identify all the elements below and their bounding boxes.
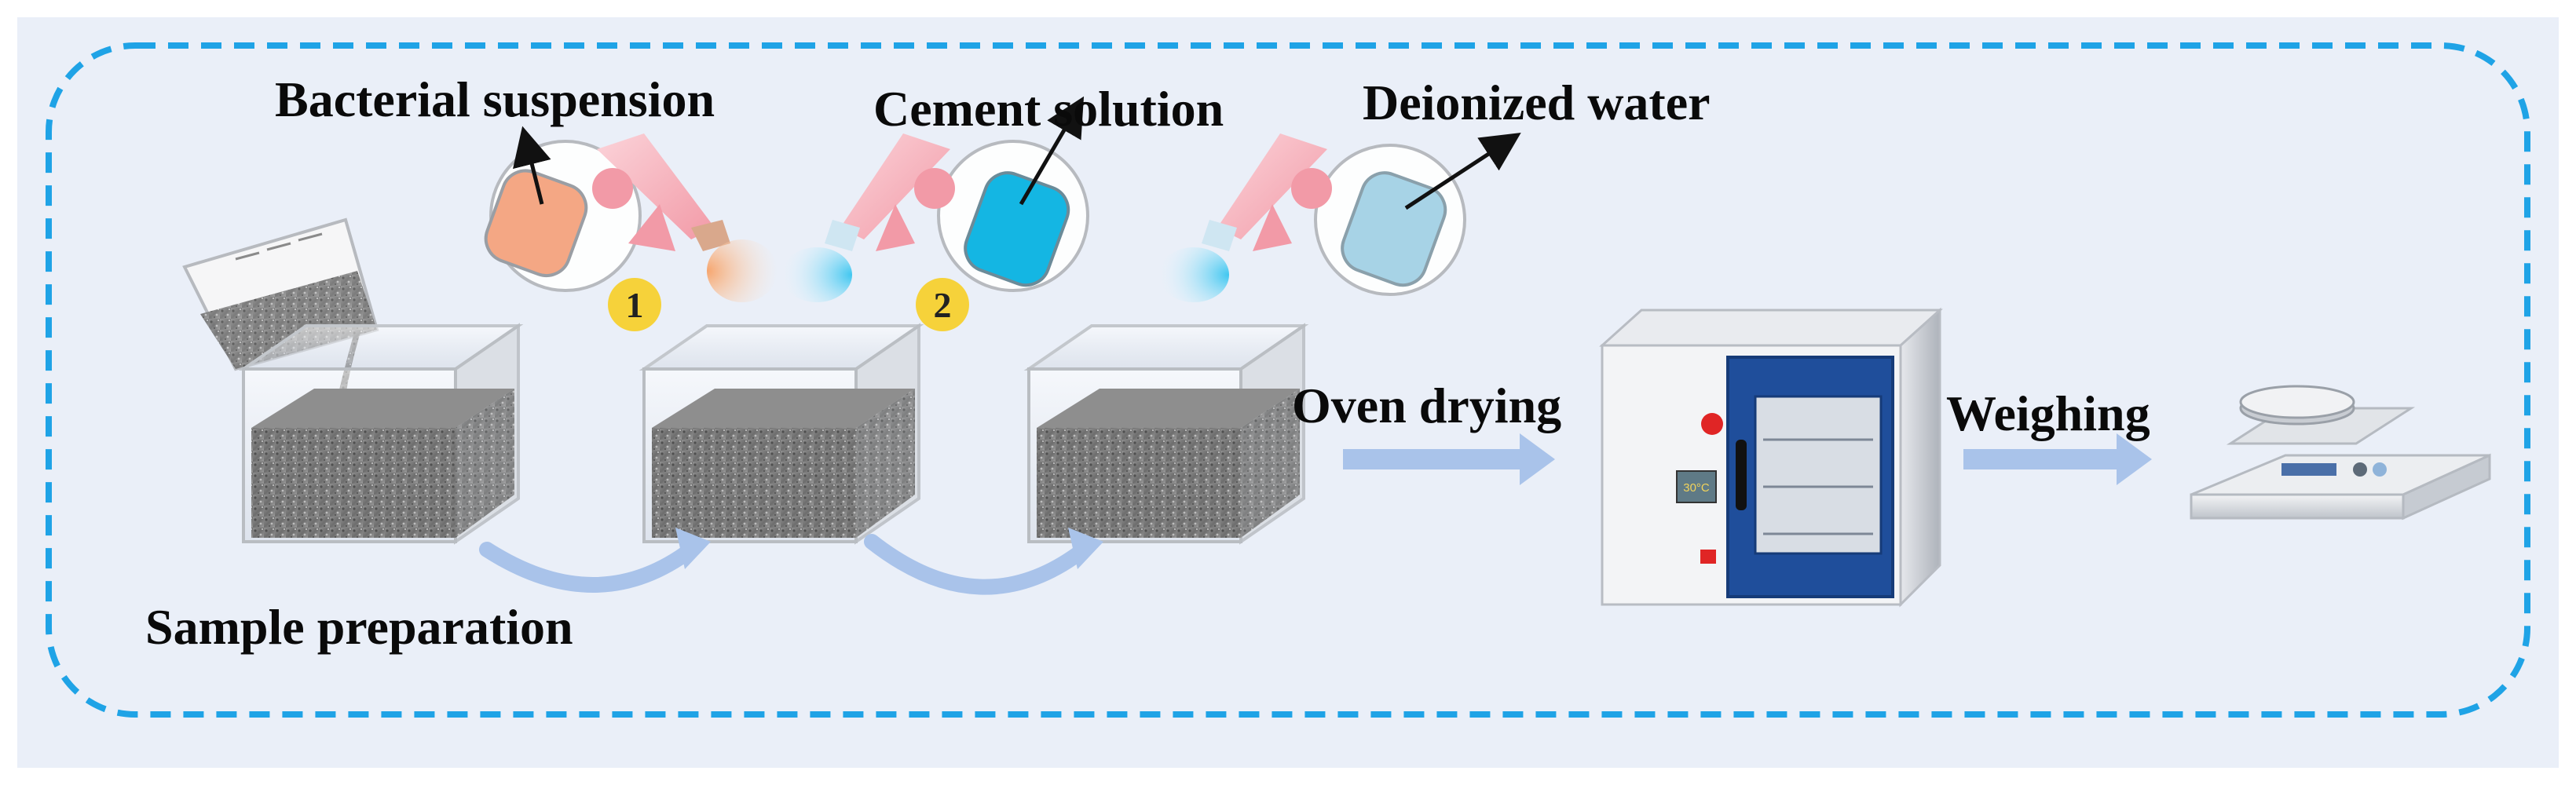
step-badge-1-text: 1 (626, 285, 644, 325)
sample-box-3 (1023, 323, 1309, 545)
spray-bottle-icon (781, 96, 1089, 302)
label-deionized-water: Deionized water (1363, 75, 1711, 130)
sample-box-1 (238, 323, 524, 545)
step-badge-2-text: 2 (934, 285, 952, 325)
label-bacterial-suspension: Bacterial suspension (275, 71, 715, 127)
flow-arrow-oven (1343, 433, 1555, 485)
label-sample-preparation: Sample preparation (145, 599, 573, 655)
spray-bottle-icon (1158, 133, 1521, 302)
dashed-border (46, 42, 2530, 718)
step-badge-2: 2 (916, 278, 969, 331)
oven-icon: 30°C (1599, 307, 1943, 608)
balance-icon (2190, 385, 2491, 521)
oven-display: 30°C (1683, 481, 1710, 495)
transfer-arrow-1 (479, 528, 711, 593)
label-cement-solution: Cement solution (873, 81, 1224, 137)
transfer-arrow-2 (864, 528, 1103, 595)
label-oven-drying: Oven drying (1292, 378, 1561, 433)
sample-box-2 (639, 323, 924, 545)
spray-bottle-icon (484, 126, 778, 302)
flow-arrow-weigh (1963, 433, 2152, 485)
label-weighing: Weighing (1946, 385, 2150, 441)
step-badge-1: 1 (608, 278, 661, 331)
